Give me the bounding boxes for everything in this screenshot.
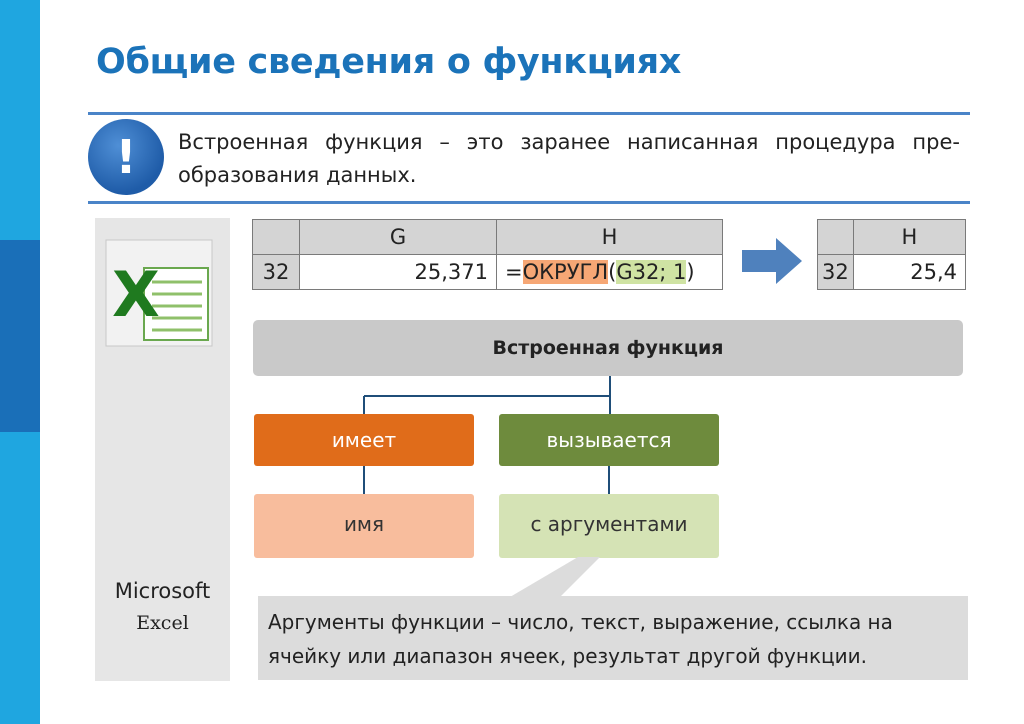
- formula-arguments: G32; 1: [616, 260, 687, 284]
- diagram-arguments-box: с аргументами: [499, 494, 719, 558]
- formula-close-paren: ): [686, 260, 695, 284]
- arrow-right-icon: [742, 238, 802, 284]
- row-header-32: 32: [817, 254, 854, 290]
- diagram-called-box: вызывается: [499, 414, 719, 466]
- callout-box: [258, 596, 968, 680]
- page-title: Общие сведения о функциях: [96, 42, 682, 82]
- column-header-h: H: [496, 219, 723, 255]
- corner-cell: [252, 219, 300, 255]
- svg-text:X: X: [112, 258, 160, 331]
- diagram-connectors-lower: [363, 466, 610, 494]
- formula-function-name: ОКРУГЛ: [522, 260, 609, 284]
- cell-g32: 25,371: [299, 254, 497, 290]
- app-name-label: Microsoft: [114, 579, 211, 603]
- diagram-root: Встроенная функция: [253, 320, 963, 376]
- title-divider-bottom: [88, 201, 970, 204]
- formula-open-paren: (: [608, 260, 617, 284]
- arguments-note: Аргументы функции – число, текст, выраже…: [268, 610, 893, 668]
- corner-cell: [817, 219, 854, 255]
- excel-logo-icon: X: [105, 239, 213, 347]
- spreadsheet-result: H 32 25,4: [817, 219, 967, 290]
- diagram-has-box: имеет: [254, 414, 474, 466]
- exclamation-icon: !: [88, 119, 164, 195]
- diagram-connectors: [363, 376, 611, 414]
- callout-pointer: [510, 557, 600, 597]
- formula-equals: =: [505, 260, 523, 284]
- title-divider-top: [88, 112, 970, 115]
- cell-h32-formula: =ОКРУГЛ(G32; 1): [496, 254, 723, 290]
- column-header-g: G: [299, 219, 497, 255]
- row-header-32: 32: [252, 254, 300, 290]
- left-accent-bar: [0, 0, 40, 724]
- definition-text: Встроенная функция – это заранее написан…: [178, 130, 960, 187]
- cell-h32-result: 25,4: [852, 254, 967, 290]
- diagram-name-box: имя: [254, 494, 474, 558]
- app-product-label: Excel: [136, 612, 189, 634]
- spreadsheet-input: G H 32 25,371 =ОКРУГЛ(G32; 1): [252, 219, 723, 290]
- column-header-h: H: [852, 219, 967, 255]
